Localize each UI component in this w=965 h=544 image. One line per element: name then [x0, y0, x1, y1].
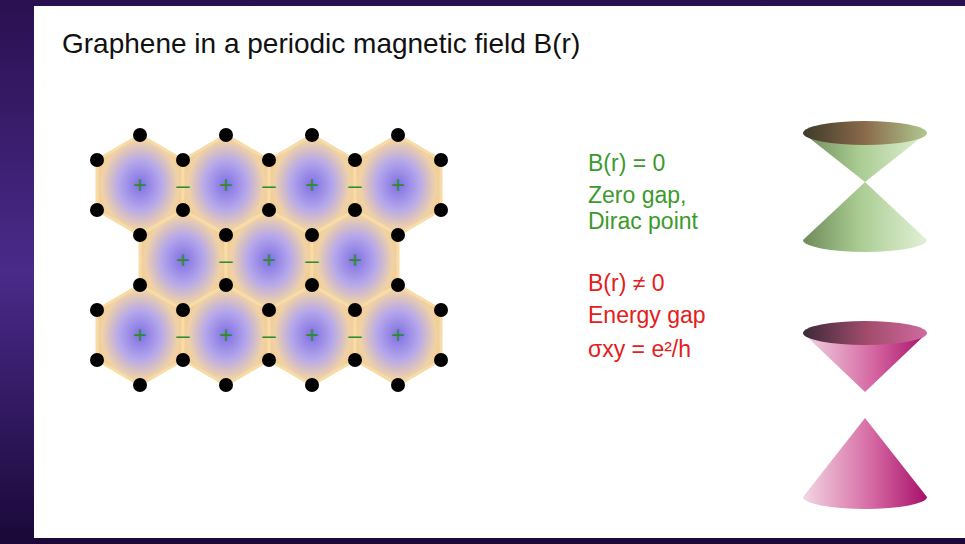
carbon-atom	[90, 203, 104, 217]
panel	[34, 6, 965, 538]
lower-cone	[803, 418, 927, 509]
charge-sign: +	[219, 171, 233, 199]
carbon-atom	[391, 128, 405, 142]
carbon-atom	[133, 278, 147, 292]
charge-sign: –	[348, 171, 361, 199]
carbon-atom	[262, 303, 276, 317]
carbon-atom	[133, 128, 147, 142]
lower-cone	[803, 182, 927, 252]
charge-sign: +	[305, 171, 319, 199]
dirac-cones	[803, 121, 927, 509]
carbon-atom	[348, 203, 362, 217]
charge-sign: –	[262, 321, 275, 349]
charge-sign: –	[262, 171, 275, 199]
carbon-atom	[219, 278, 233, 292]
carbon-atom	[348, 353, 362, 367]
slide-title: Graphene in a periodic magnetic field B(…	[62, 28, 580, 60]
carbon-atom	[90, 153, 104, 167]
charge-sign: +	[262, 246, 276, 274]
carbon-atom	[391, 378, 405, 392]
carbon-atom	[133, 228, 147, 242]
carbon-atom	[262, 153, 276, 167]
charge-sign: +	[133, 321, 147, 349]
carbon-atom	[90, 353, 104, 367]
carbon-atom	[176, 303, 190, 317]
carbon-atom	[391, 278, 405, 292]
carbon-atom	[348, 153, 362, 167]
charge-sign: –	[219, 246, 232, 274]
charge-sign: +	[219, 321, 233, 349]
carbon-atom	[305, 278, 319, 292]
result-label: Energy gap	[588, 302, 706, 328]
cone-rim	[803, 321, 927, 345]
carbon-atom	[219, 378, 233, 392]
charge-sign: –	[176, 321, 189, 349]
carbon-atom	[391, 228, 405, 242]
hexagon-cell	[183, 285, 269, 385]
carbon-atom	[176, 353, 190, 367]
hexagon-cell	[355, 285, 441, 385]
charge-sign: +	[391, 321, 405, 349]
carbon-atom	[305, 128, 319, 142]
charge-sign: –	[305, 246, 318, 274]
carbon-atom	[262, 353, 276, 367]
carbon-atom	[434, 303, 448, 317]
charge-sign: –	[348, 321, 361, 349]
honeycomb-lattice	[90, 128, 448, 392]
carbon-atom	[348, 303, 362, 317]
carbon-atom	[434, 353, 448, 367]
charge-sign: +	[133, 171, 147, 199]
carbon-atom	[305, 228, 319, 242]
charge-sign: –	[176, 171, 189, 199]
carbon-atom	[262, 203, 276, 217]
carbon-atom	[90, 303, 104, 317]
carbon-atom	[305, 378, 319, 392]
carbon-atom	[176, 153, 190, 167]
carbon-atom	[434, 203, 448, 217]
carbon-atom	[434, 153, 448, 167]
charge-sign: +	[391, 171, 405, 199]
condition-label: B(r) ≠ 0	[588, 270, 665, 296]
carbon-atom	[219, 128, 233, 142]
carbon-atom	[176, 203, 190, 217]
hall-conductance: σxy = e²/h	[588, 336, 691, 362]
hexagon-cell	[97, 285, 183, 385]
condition-label: B(r) = 0	[588, 150, 665, 176]
charge-sign: +	[305, 321, 319, 349]
cone-rim	[803, 121, 927, 145]
charge-sign: +	[348, 246, 362, 274]
result-label: Zero gap, Dirac point	[588, 182, 738, 235]
charge-sign: +	[176, 246, 190, 274]
carbon-atom	[133, 378, 147, 392]
hexagon-cell	[269, 285, 355, 385]
carbon-atom	[219, 228, 233, 242]
